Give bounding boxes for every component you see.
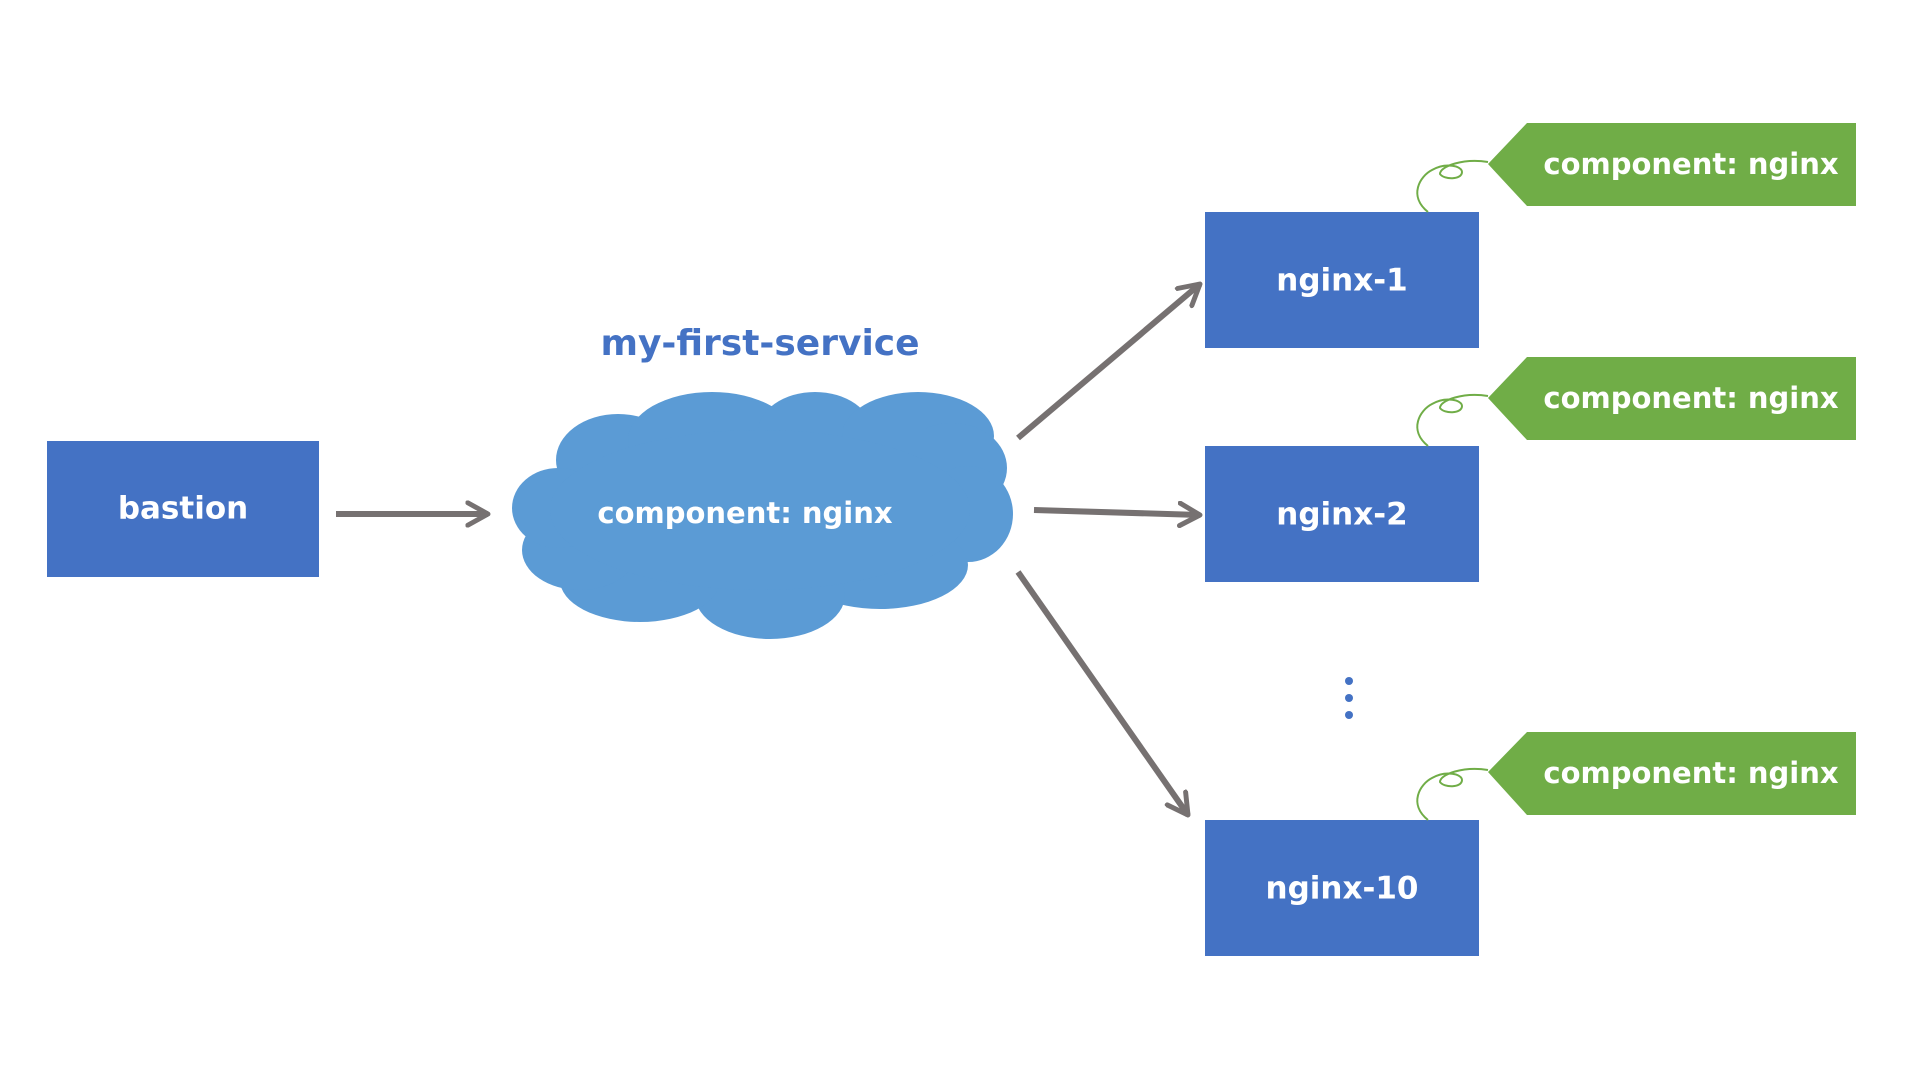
pod-label: nginx-1 — [1276, 263, 1407, 299]
pod-nginx-2: nginx-2 — [1205, 446, 1479, 582]
service-title: my-first-service — [600, 323, 919, 364]
pod-tag-label: component: nginx — [1543, 381, 1839, 415]
tag-string — [1416, 768, 1489, 821]
pod-tag-label: component: nginx — [1543, 756, 1839, 790]
tag-string — [1416, 160, 1489, 213]
tag-shape — [1488, 732, 1856, 815]
tag-shape — [1488, 357, 1856, 440]
tag-shape — [1488, 123, 1856, 206]
cloud-icon: component: nginx — [512, 392, 1013, 639]
pod-box — [1205, 212, 1479, 348]
service-selector-label: component: nginx — [597, 496, 893, 530]
price-tag-icon: component: nginx — [1416, 123, 1856, 213]
pod-label: nginx-10 — [1266, 871, 1419, 907]
pod-label: nginx-2 — [1276, 497, 1407, 533]
bastion-node: bastion — [47, 441, 319, 577]
pod-box — [1205, 820, 1479, 956]
bastion-label: bastion — [118, 491, 248, 527]
pod-tag-label: component: nginx — [1543, 147, 1839, 181]
bastion-box — [47, 441, 319, 577]
price-tag-icon: component: nginx — [1416, 357, 1856, 447]
arrow-service-to-nginx-2 — [1033, 510, 1200, 515]
arrow-service-to-nginx-10 — [1015, 570, 1188, 815]
pod-nginx-1: nginx-1 — [1205, 212, 1479, 348]
tag-string — [1416, 394, 1489, 447]
pod-box — [1205, 446, 1479, 582]
pod-nginx-10: nginx-10 — [1205, 820, 1479, 956]
vertical-ellipsis-icon — [1345, 677, 1353, 719]
price-tag-icon: component: nginx — [1416, 732, 1856, 821]
arrow-service-to-nginx-1 — [1016, 284, 1200, 441]
